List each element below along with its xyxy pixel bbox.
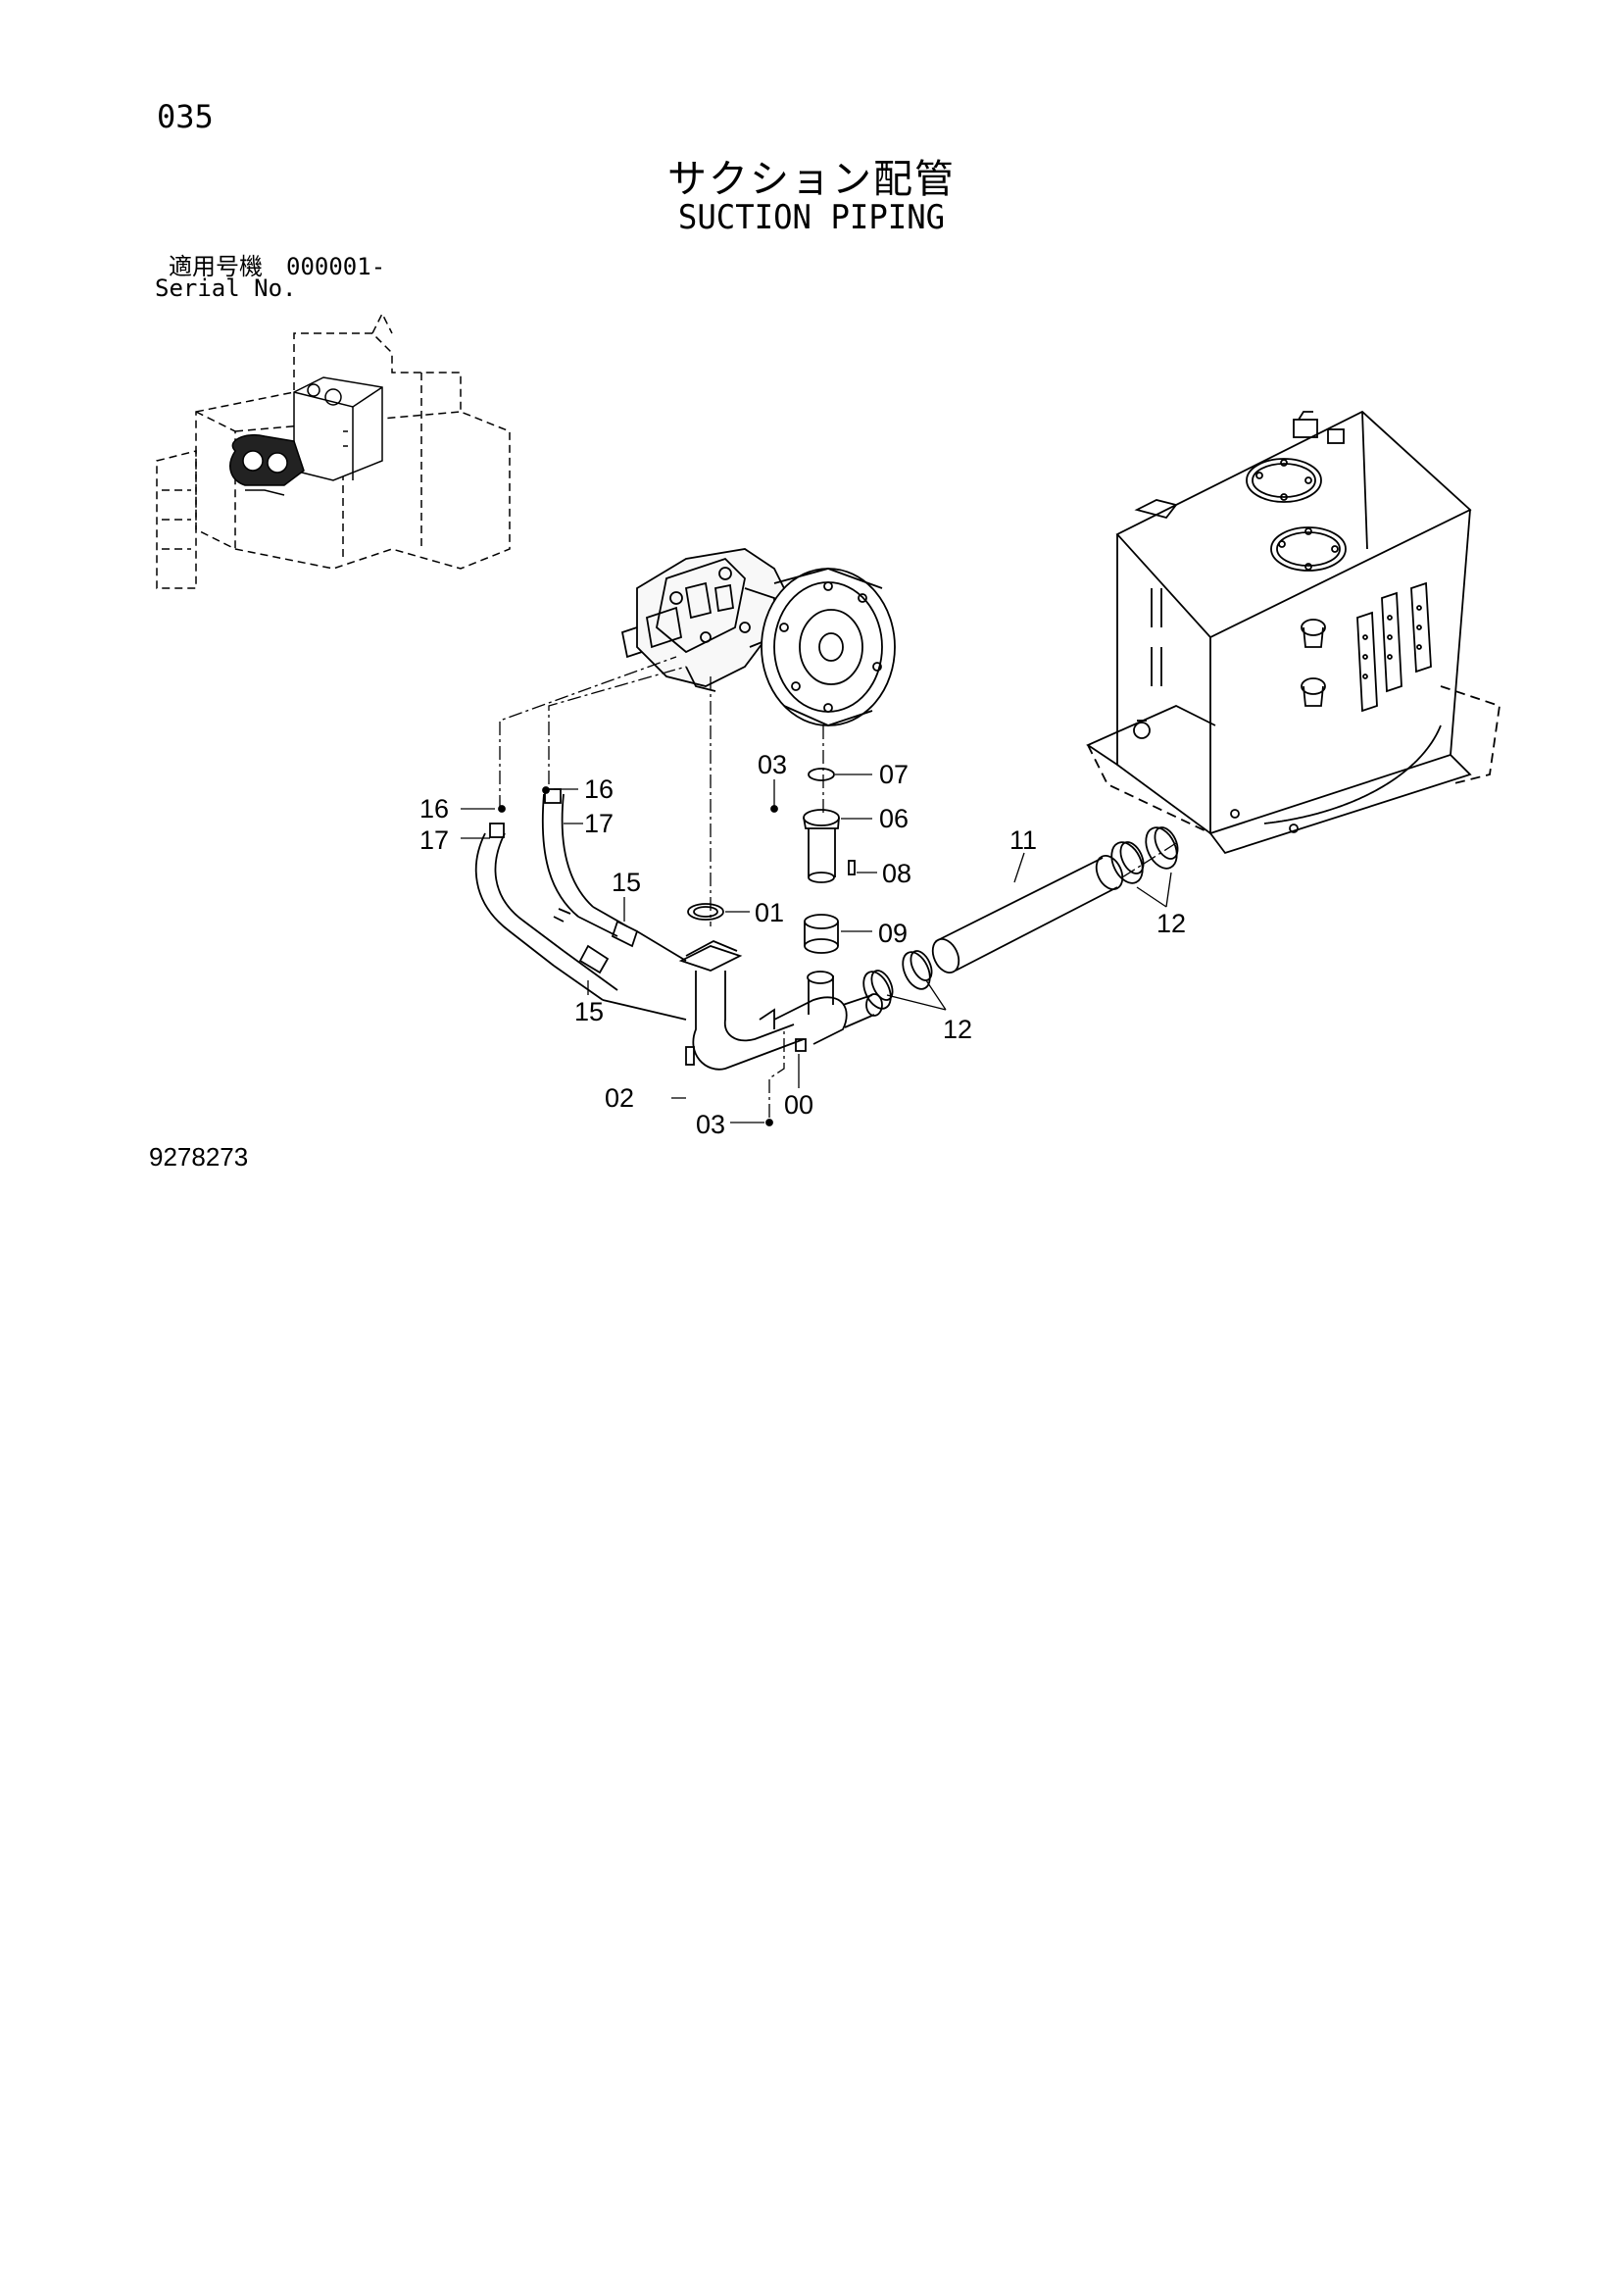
page-title-english: SUCTION PIPING bbox=[677, 198, 946, 237]
callout-leaders bbox=[461, 774, 1172, 1123]
page-number: 035 bbox=[157, 98, 214, 135]
callout-12-lower: 12 bbox=[943, 1015, 973, 1044]
callout-00: 00 bbox=[784, 1090, 814, 1120]
callout-12-upper: 12 bbox=[1156, 909, 1187, 938]
hydraulic-tank bbox=[1086, 410, 1500, 855]
callout-09: 09 bbox=[878, 919, 909, 948]
serial-label-english: Serial No. bbox=[155, 275, 297, 302]
clamps-and-tube bbox=[862, 826, 1179, 1010]
callout-06: 06 bbox=[879, 804, 910, 833]
serial-label-japanese: 適用号機 000001- bbox=[169, 253, 386, 280]
fittings bbox=[498, 768, 856, 1126]
callout-11: 11 bbox=[1009, 825, 1038, 855]
callout-03-upper: 03 bbox=[758, 750, 788, 779]
callout-16-left: 16 bbox=[419, 794, 450, 824]
callout-07: 07 bbox=[879, 760, 910, 789]
page-title-japanese: サクション配管 bbox=[667, 157, 956, 202]
leader-lines bbox=[499, 656, 1177, 1118]
callout-01: 01 bbox=[755, 898, 785, 927]
hoses bbox=[474, 788, 687, 1021]
drawing-number: 9278273 bbox=[149, 1142, 249, 1172]
hydraulic-pump bbox=[620, 548, 896, 726]
callout-15-lower: 15 bbox=[574, 997, 605, 1026]
callout-08: 08 bbox=[882, 859, 912, 888]
callout-17-right: 17 bbox=[584, 809, 615, 838]
callout-17-left: 17 bbox=[419, 825, 450, 855]
callout-02: 02 bbox=[605, 1083, 635, 1113]
callout-03-lower: 03 bbox=[696, 1110, 726, 1139]
callout-16-right: 16 bbox=[584, 774, 615, 804]
suction-pipe bbox=[678, 940, 883, 1071]
overview-inset bbox=[156, 312, 511, 589]
callout-15-upper: 15 bbox=[612, 868, 642, 897]
